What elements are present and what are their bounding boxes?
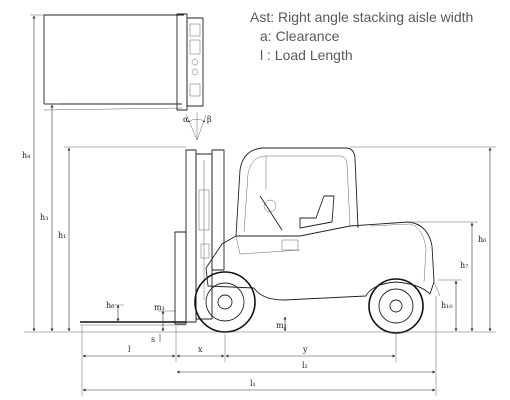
h4-label: h₄ [22, 151, 30, 160]
y-label: y [302, 345, 308, 354]
raised-carriage [43, 13, 204, 111]
h3-label: h₃ [40, 213, 48, 222]
left-height-dimensions: h₄ h₃ h₁ [22, 14, 186, 333]
legend-clearance: a: Clearance [260, 28, 340, 44]
fork-dimensions: h₆ m₁ s m₂ [106, 301, 287, 344]
right-height-dimensions: h₆ h₇ h₁₀ [350, 146, 496, 333]
h6-label: h₆ [478, 235, 486, 244]
alpha-label: α [183, 115, 189, 124]
tilt-angle-indicator: α β [183, 112, 212, 141]
beta-label: β [207, 115, 212, 124]
length-dimensions: l x y l₂ l₁ [81, 296, 437, 396]
h10-label: h₁₀ [441, 301, 453, 310]
h6b-label: h₆ [106, 301, 114, 310]
l1-label: l₁ [250, 379, 256, 388]
h1-label: h₁ [58, 231, 66, 240]
l-label: l [128, 345, 131, 354]
legend: Ast: Right angle stacking aisle width a:… [250, 8, 473, 65]
m1-label: m₁ [154, 303, 165, 312]
forklift-truck [80, 147, 441, 334]
legend-ast: Ast: Right angle stacking aisle width [250, 9, 474, 25]
m2-label: m₂ [276, 321, 287, 330]
l2-label: l₂ [302, 361, 308, 370]
s-label: s [151, 335, 155, 344]
x-label: x [198, 345, 203, 354]
legend-load-length: l : Load Length [260, 47, 353, 63]
h7-label: h₇ [460, 261, 468, 270]
